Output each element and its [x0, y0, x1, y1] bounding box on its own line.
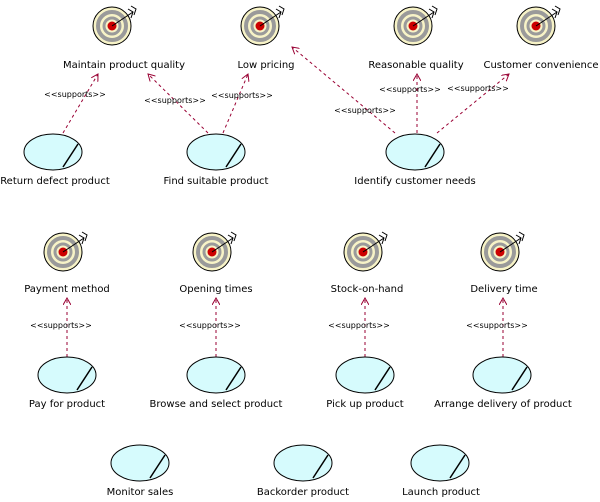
target-icon	[240, 5, 285, 46]
usecase-label: Pick up product	[326, 399, 403, 410]
usecase-pay-for-product[interactable]: Pay for product	[29, 356, 105, 410]
stereotype-label: <<supports>>	[334, 106, 396, 115]
usecase-label: Arrange delivery of product	[434, 399, 572, 410]
target-icon	[43, 231, 88, 272]
goal-reasonable-quality[interactable]: Reasonable quality	[368, 5, 464, 71]
usecase-monitor-sales[interactable]: Monitor sales	[107, 444, 174, 498]
goal-payment-method[interactable]: Payment method	[24, 231, 110, 295]
usecase-find-suitable-product[interactable]: Find suitable product	[164, 133, 269, 187]
usecase-label: Monitor sales	[107, 487, 174, 498]
usecase-marker	[225, 366, 242, 391]
usecase-launch-product[interactable]: Launch product	[402, 444, 480, 498]
usecase-marker	[62, 143, 79, 168]
supports-relation-u3-g4[interactable]: <<supports>>	[436, 74, 509, 134]
usecase-pick-up-product[interactable]: Pick up product	[326, 356, 404, 410]
usecase-label: Backorder product	[257, 487, 349, 498]
goal-label: Customer convenience	[483, 60, 598, 71]
stereotype-label: <<supports>>	[447, 84, 509, 93]
stereotype-label: <<supports>>	[144, 96, 206, 105]
usecase-identify-customer-needs[interactable]: Identify customer needs	[354, 133, 476, 187]
stereotype-label: <<supports>>	[179, 321, 241, 330]
nodes-layer: Maintain product quality Low pricing Reaso…	[0, 5, 599, 498]
supports-relation-u2-g2[interactable]: <<supports>>	[211, 74, 273, 134]
supports-relation-u7-g8[interactable]: <<supports>>	[466, 298, 528, 357]
goal-stock-on-hand[interactable]: Stock-on-hand	[331, 231, 404, 295]
relation-dashed-arrow	[292, 47, 396, 134]
supports-relation-u4-g5[interactable]: <<supports>>	[30, 298, 92, 357]
relations-layer: <<supports>> <<supports>> <<supports>> <<su…	[30, 47, 528, 357]
target-icon	[393, 5, 438, 46]
goal-label: Low pricing	[237, 60, 294, 71]
usecase-marker	[225, 143, 242, 168]
usecase-arrange-delivery-of-product[interactable]: Arrange delivery of product	[434, 356, 572, 410]
usecase-label: Return defect product	[0, 176, 110, 187]
stereotype-label: <<supports>>	[379, 85, 441, 94]
goal-delivery-time[interactable]: Delivery time	[470, 231, 538, 295]
target-icon	[343, 231, 388, 272]
goal-label: Payment method	[24, 284, 110, 295]
usecase-marker	[424, 143, 441, 168]
goal-maintain-product-quality[interactable]: Maintain product quality	[63, 5, 185, 71]
usecase-return-defect-product[interactable]: Return defect product	[0, 133, 110, 187]
relation-dashed-arrow	[222, 74, 248, 134]
usecase-label: Pay for product	[29, 399, 105, 410]
stereotype-label: <<supports>>	[44, 90, 106, 99]
usecase-marker	[149, 454, 166, 479]
usecase-browse-and-select-product[interactable]: Browse and select product	[150, 356, 283, 410]
goal-low-pricing[interactable]: Low pricing	[237, 5, 295, 71]
goal-label: Delivery time	[470, 284, 537, 295]
relation-dashed-arrow	[436, 74, 509, 134]
stereotype-label: <<supports>>	[30, 321, 92, 330]
usecase-marker	[449, 454, 466, 479]
stereotype-label: <<supports>>	[466, 321, 528, 330]
usecase-label: Identify customer needs	[354, 176, 475, 187]
usecase-marker	[511, 366, 528, 391]
target-icon	[92, 5, 137, 46]
usecase-marker	[76, 366, 93, 391]
supports-relation-u6-g7[interactable]: <<supports>>	[328, 298, 390, 357]
target-icon	[480, 231, 525, 272]
target-icon	[192, 231, 237, 272]
supports-relation-u3-g2[interactable]: <<supports>>	[292, 47, 396, 134]
supports-relation-u5-g6[interactable]: <<supports>>	[179, 298, 241, 357]
goal-label: Reasonable quality	[368, 60, 463, 71]
usecase-label: Browse and select product	[150, 399, 283, 410]
goal-opening-times[interactable]: Opening times	[179, 231, 253, 295]
relation-dashed-arrow	[62, 74, 98, 134]
usecase-label: Launch product	[402, 487, 480, 498]
usecase-marker	[374, 366, 391, 391]
goal-customer-convenience[interactable]: Customer convenience	[483, 5, 599, 71]
supports-relation-u2-g1[interactable]: <<supports>>	[144, 74, 209, 134]
stereotype-label: <<supports>>	[328, 321, 390, 330]
goal-label: Opening times	[179, 284, 252, 295]
goal-label: Stock-on-hand	[331, 284, 404, 295]
target-icon	[516, 5, 561, 46]
supports-relation-u3-g3[interactable]: <<supports>>	[379, 74, 441, 133]
relation-dashed-arrow	[148, 74, 209, 134]
usecase-backorder-product[interactable]: Backorder product	[257, 444, 349, 498]
goal-label: Maintain product quality	[63, 60, 185, 71]
stereotype-label: <<supports>>	[211, 91, 273, 100]
usecase-label: Find suitable product	[164, 176, 269, 187]
supports-relation-u1-g1[interactable]: <<supports>>	[44, 74, 106, 134]
usecase-marker	[312, 454, 329, 479]
